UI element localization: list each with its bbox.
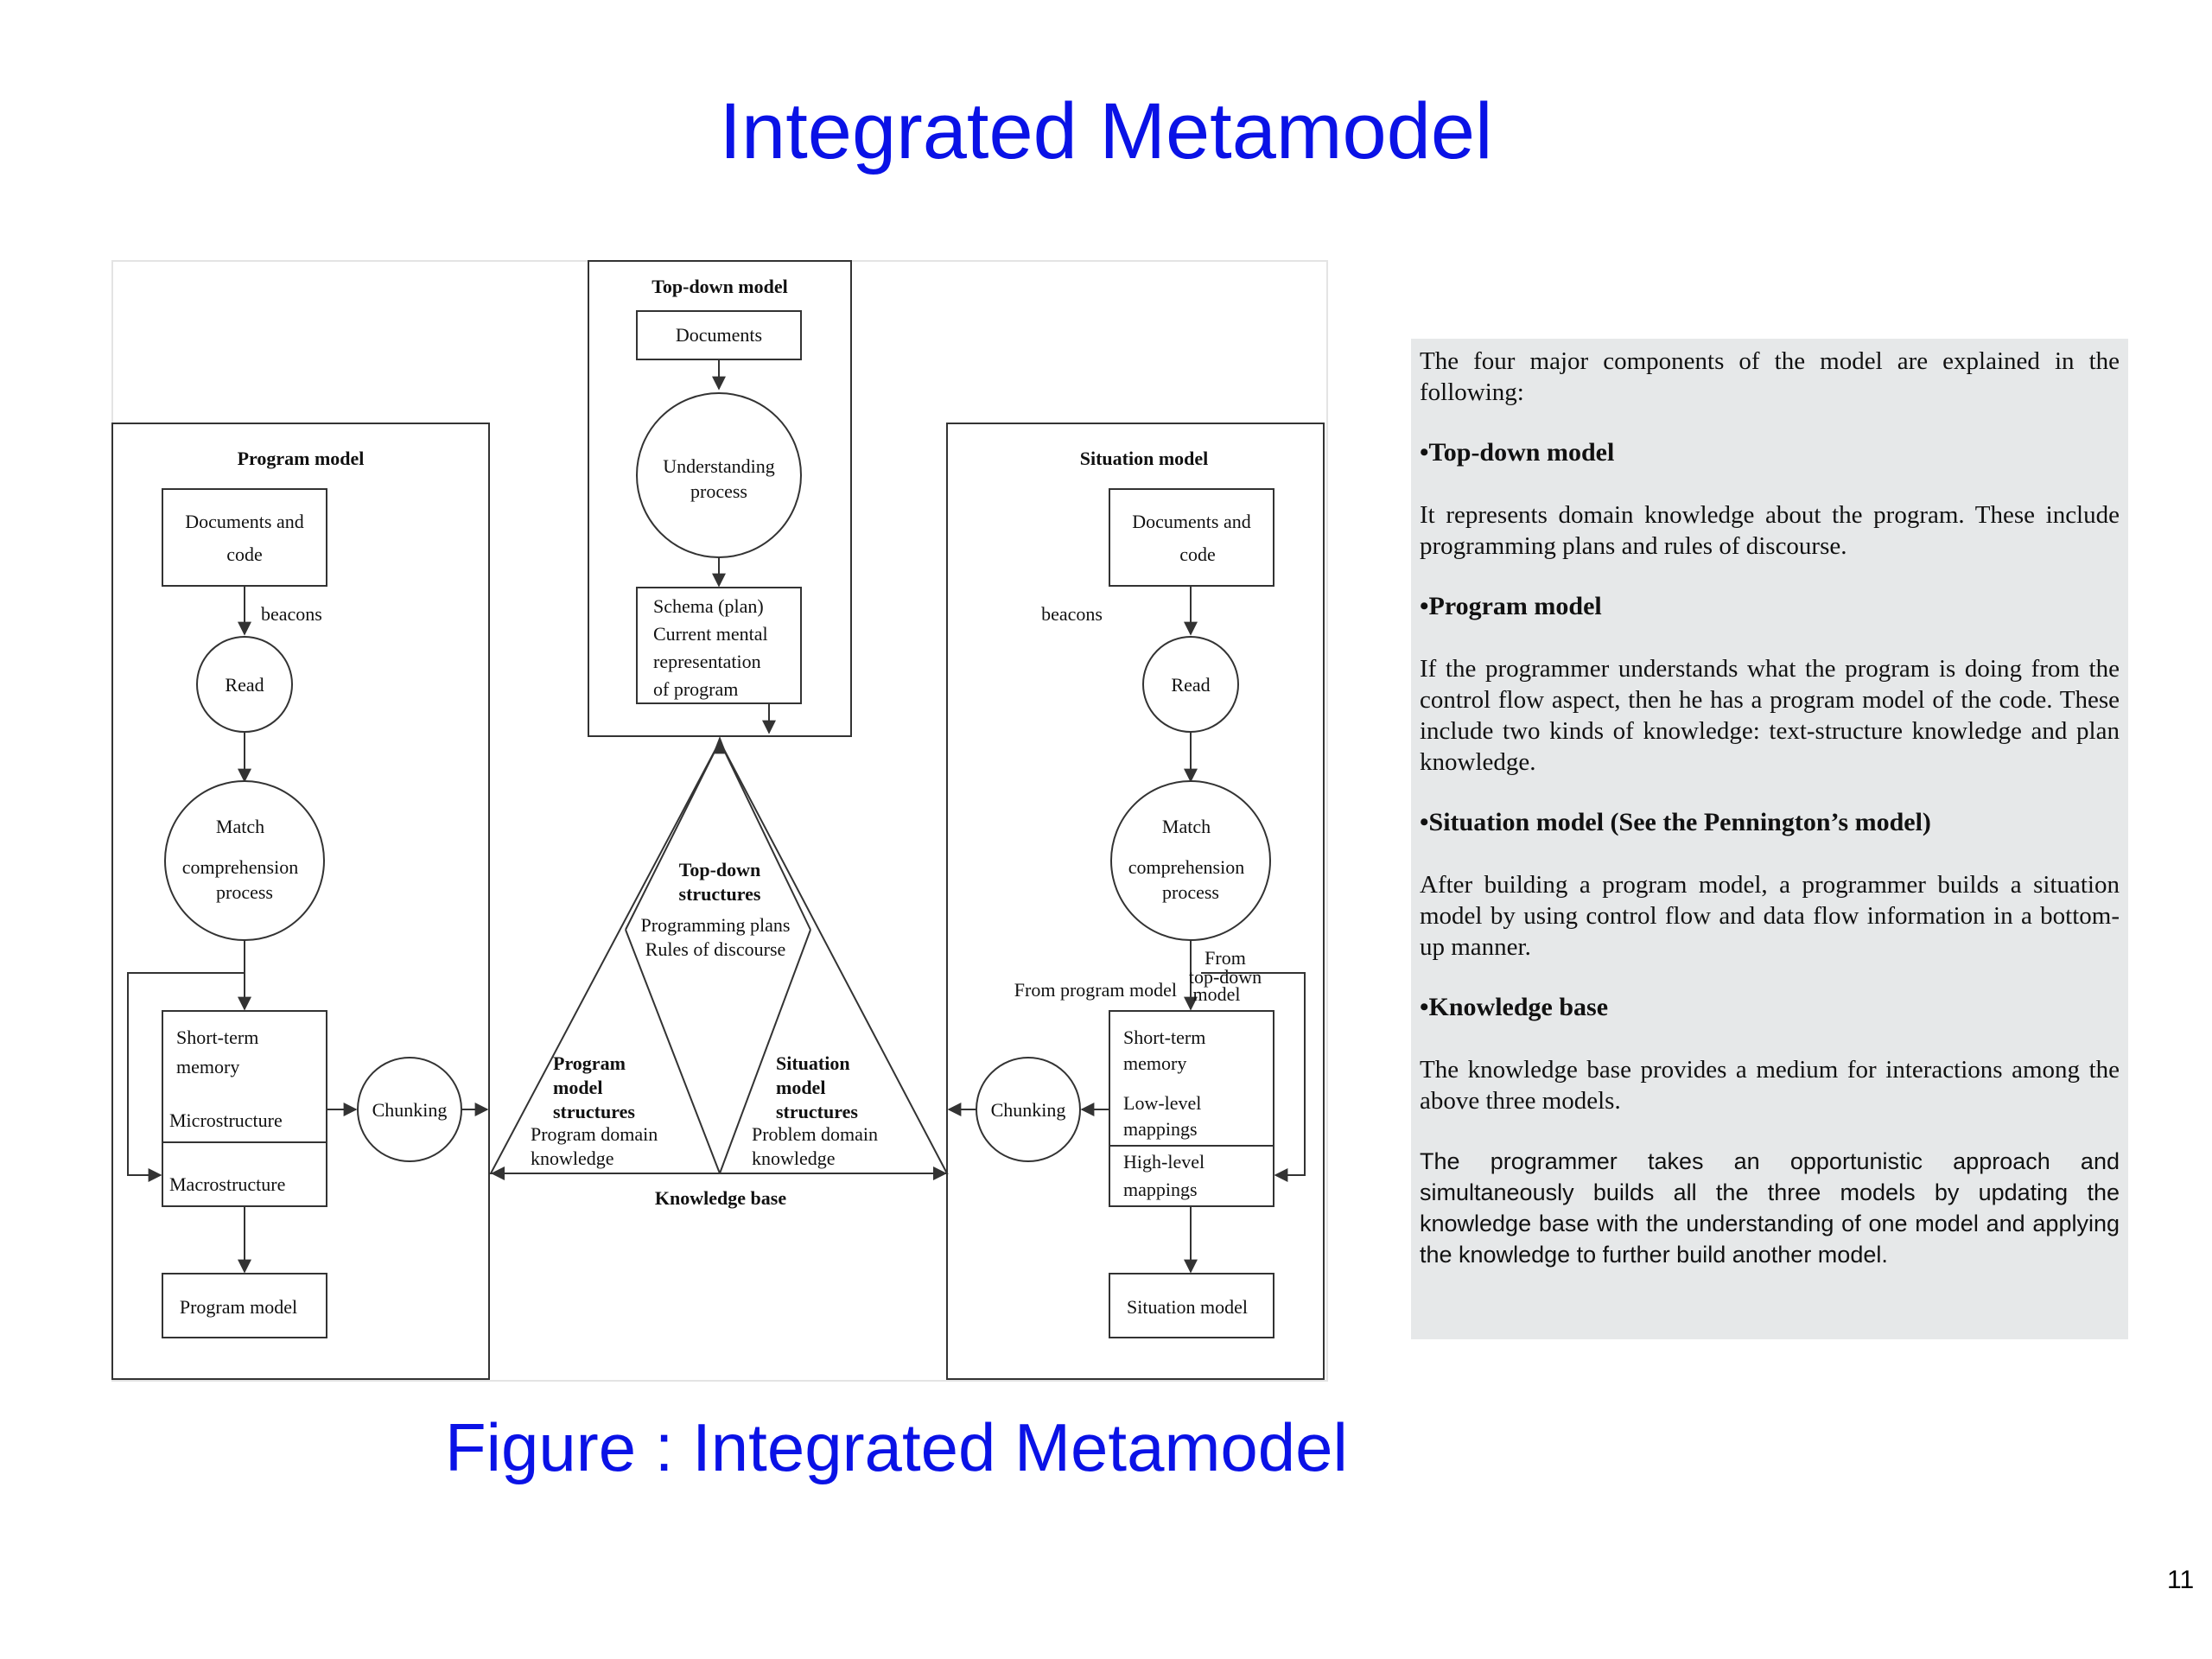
svg-text:model: model	[553, 1077, 602, 1098]
svg-text:Current mental: Current mental	[653, 623, 768, 645]
macrostructure-label: Macrostructure	[169, 1173, 285, 1195]
top-down-documents-label: Documents	[676, 324, 762, 346]
text-top-down: It represents domain knowledge about the…	[1420, 501, 2120, 560]
svg-text:of program: of program	[653, 678, 738, 700]
situation-documents-label: Documents and	[1132, 511, 1250, 532]
svg-text:code: code	[226, 543, 263, 565]
situation-read-label: Read	[1171, 674, 1210, 696]
heading-program-model: •Program model	[1420, 592, 1602, 620]
program-chunking-label: Chunking	[372, 1099, 448, 1121]
situation-match-label: Match	[1162, 816, 1211, 837]
svg-text:representation: representation	[653, 651, 761, 672]
svg-text:comprehension: comprehension	[1128, 856, 1244, 878]
svg-text:Rules of discourse: Rules of discourse	[645, 938, 786, 960]
svg-text:model: model	[776, 1077, 825, 1098]
program-read-label: Read	[225, 674, 264, 696]
program-documents-box	[162, 488, 327, 587]
svg-text:Programming plans: Programming plans	[641, 914, 791, 936]
situation-chunking-label: Chunking	[991, 1099, 1066, 1121]
top-down-model-title: Top-down model	[652, 276, 788, 297]
svg-text:memory: memory	[1123, 1052, 1186, 1074]
from-top-down-label: From	[1205, 947, 1246, 969]
svg-text:mappings: mappings	[1123, 1118, 1198, 1140]
situation-model-structures-label: Situation	[776, 1052, 850, 1074]
page-number: 11	[2167, 1566, 2195, 1594]
intro-text: The four major components of the model a…	[1420, 347, 2120, 406]
slide-title: Integrated Metamodel	[719, 87, 1493, 175]
svg-text:structures: structures	[679, 883, 761, 905]
text-situation-model: After building a program model, a progra…	[1420, 871, 2120, 961]
svg-text:model: model	[1193, 983, 1241, 1005]
knowledge-base: Top-down structures Programming plans Ru…	[489, 736, 949, 1209]
low-level-mappings-label: Low-level	[1123, 1092, 1201, 1114]
figure-caption: Figure : Integrated Metamodel	[445, 1409, 1348, 1485]
situation-stm-label: Short-term	[1123, 1027, 1205, 1048]
schema-box	[636, 587, 802, 704]
svg-text:code: code	[1179, 543, 1216, 565]
from-program-model-label: From program model	[1014, 979, 1177, 1001]
program-beacons-label: beacons	[261, 603, 322, 625]
program-model-output-label: Program model	[180, 1296, 297, 1318]
svg-text:structures: structures	[553, 1101, 635, 1122]
microstructure-label: Microstructure	[169, 1109, 283, 1131]
svg-text:knowledge: knowledge	[752, 1147, 836, 1169]
text-program-model: If the programmer understands what the p…	[1420, 655, 2120, 776]
heading-top-down: •Top-down model	[1420, 438, 1615, 467]
situation-model-title: Situation model	[1080, 448, 1209, 469]
situation-model-output-box	[1109, 1273, 1274, 1338]
situation-model-output-label: Situation model	[1127, 1296, 1248, 1318]
program-model-structures-label: Program	[553, 1052, 626, 1074]
explanation-panel: The four major components of the model a…	[1411, 339, 2128, 1339]
svg-text:knowledge: knowledge	[531, 1147, 614, 1169]
program-match-label: Match	[216, 816, 264, 837]
schema-label: Schema (plan)	[653, 595, 764, 617]
program-documents-label: Documents and	[185, 511, 303, 532]
understanding-process-label: Understanding	[663, 455, 775, 477]
svg-text:process: process	[690, 480, 747, 502]
svg-text:process: process	[1162, 881, 1219, 903]
text-closing: The programmer takes an opportunistic ap…	[1420, 1148, 2120, 1268]
top-down-documents-box	[636, 310, 802, 360]
situation-model: Situation model Documents and code beaco…	[946, 423, 1325, 1380]
svg-text:memory: memory	[176, 1056, 239, 1077]
text-knowledge-base: The knowledge base provides a medium for…	[1420, 1056, 2120, 1115]
svg-text:Program domain: Program domain	[531, 1123, 658, 1145]
situation-documents-box	[1109, 488, 1274, 587]
heading-situation-model: •Situation model (See the Pennington’s m…	[1420, 808, 1931, 836]
top-down-structures-label: Top-down	[679, 859, 761, 880]
svg-text:process: process	[216, 881, 273, 903]
top-down-model: Top-down model Documents Understanding p…	[588, 260, 852, 737]
svg-text:Problem domain: Problem domain	[752, 1123, 878, 1145]
program-stm-label: Short-term	[176, 1027, 258, 1048]
situation-memory-box	[1109, 1010, 1274, 1207]
program-model-title: Program model	[238, 448, 365, 469]
heading-knowledge-base: •Knowledge base	[1420, 993, 1609, 1021]
program-model-output-box	[162, 1273, 327, 1338]
svg-text:comprehension: comprehension	[182, 856, 298, 878]
svg-text:mappings: mappings	[1123, 1179, 1198, 1200]
high-level-mappings-label: High-level	[1123, 1151, 1205, 1173]
knowledge-base-label: Knowledge base	[655, 1187, 786, 1209]
svg-text:structures: structures	[776, 1101, 858, 1122]
program-model: Program model Documents and code beacons…	[111, 423, 490, 1380]
integrated-metamodel-diagram: Top-down model Documents Understanding p…	[111, 260, 1328, 1382]
situation-beacons-label: beacons	[1041, 603, 1103, 625]
svg-text:top-down: top-down	[1189, 966, 1262, 988]
